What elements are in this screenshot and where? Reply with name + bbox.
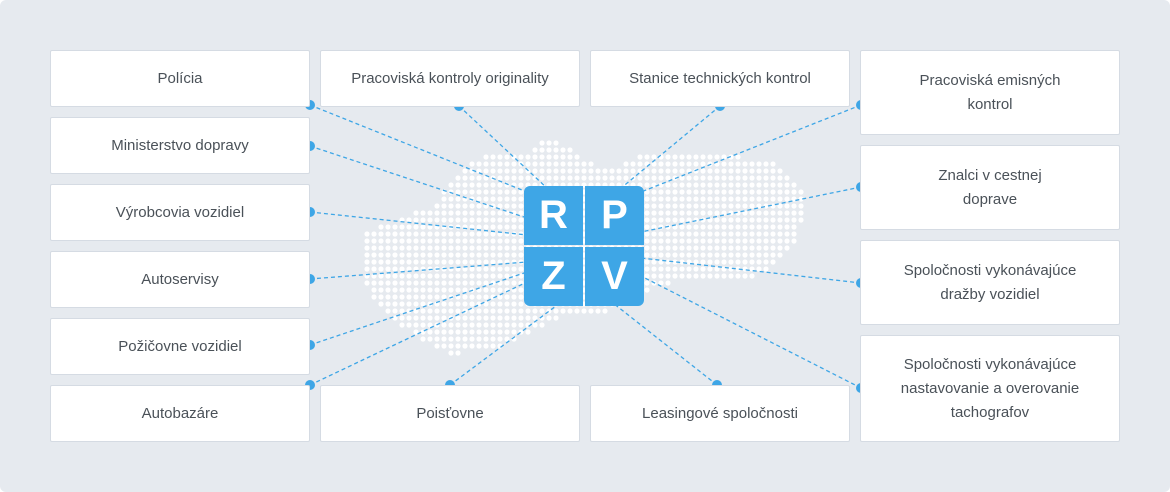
logo-letter-r: R	[524, 186, 583, 245]
connector-ministerstvo	[309, 145, 528, 219]
logo-letter-v: V	[585, 247, 644, 306]
box-pracoviska-emisnych-kontrol: Pracoviská emisných kontrol	[860, 50, 1120, 135]
box-znalci-v-cestnej-doprave: Znalci v cestnej doprave	[860, 145, 1120, 230]
box-policia: Polícia	[50, 50, 310, 107]
connector-znalci	[640, 186, 862, 233]
connector-pracoviska-originality	[458, 105, 549, 190]
connector-pozicovne	[309, 271, 528, 346]
box-pozicovne-vozidiel: Požičovne vozidiel	[50, 318, 310, 375]
box-poistovne: Poisťovne	[320, 385, 580, 442]
connector-autobazare	[309, 281, 528, 386]
connector-poistovne	[449, 302, 561, 386]
connector-autoservisy	[309, 261, 528, 280]
connector-stanice	[619, 105, 721, 190]
box-ministerstvo-dopravy: Ministerstvo dopravy	[50, 117, 310, 174]
connector-emisne	[640, 104, 862, 193]
box-spolocnosti-drazby: Spoločnosti vykonávajúce dražby vozidiel	[860, 240, 1120, 325]
box-autoservisy: Autoservisy	[50, 251, 310, 308]
logo-letter-z: Z	[524, 247, 583, 306]
connector-tachografy	[640, 275, 862, 389]
rpzv-logo: R P Z V	[524, 186, 644, 306]
connector-leasing	[612, 302, 718, 386]
logo-letter-p: P	[585, 186, 644, 245]
connector-policia	[309, 104, 528, 193]
box-vyrobcovia-vozidiel: Výrobcovia vozidiel	[50, 184, 310, 241]
box-stanice-technickych-kontrol: Stanice technických kontrol	[590, 50, 850, 107]
connector-drazby	[640, 257, 862, 284]
box-leasingove-spolocnosti: Leasingové spoločnosti	[590, 385, 850, 442]
box-autobazare: Autobazáre	[50, 385, 310, 442]
connector-vyrobcovia	[309, 211, 528, 236]
box-spolocnosti-tachografy: Spoločnosti vykonávajúce nastavovanie a …	[860, 335, 1120, 442]
box-pracoviska-kontroly-originality: Pracoviská kontroly originality	[320, 50, 580, 107]
